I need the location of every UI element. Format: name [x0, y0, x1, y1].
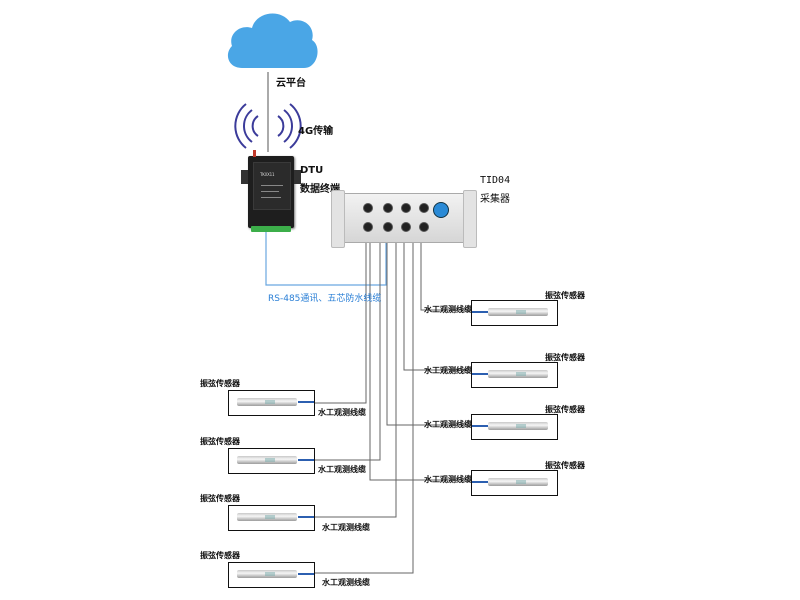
cable-label: 水工观测线缆 — [424, 420, 472, 429]
wireless-label: 4G传输 — [298, 126, 334, 137]
sensor-label: 振弦传感器 — [545, 291, 585, 300]
sensor-label: 振弦传感器 — [200, 437, 240, 446]
dtu-title: DTU — [300, 165, 324, 176]
wireless-wave-icon — [234, 103, 302, 149]
sensor-label: 振弦传感器 — [200, 494, 240, 503]
sensor-label: 振弦传感器 — [545, 461, 585, 470]
collector-device — [331, 190, 477, 248]
vibrating-wire-sensor — [471, 470, 558, 496]
bus-label: RS-485通讯、五芯防水线缆 — [268, 294, 382, 304]
vibrating-wire-sensor — [228, 562, 315, 588]
cable-label: 水工观测线缆 — [322, 523, 370, 532]
cable-label: 水工观测线缆 — [318, 408, 366, 417]
vibrating-wire-sensor — [471, 362, 558, 388]
collector-model: TID04 — [480, 175, 511, 186]
vibrating-wire-sensor — [228, 390, 315, 416]
cable-label: 水工观测线缆 — [424, 366, 472, 375]
dtu-subtitle: 数据终端 — [300, 184, 340, 195]
sensor-label: 振弦传感器 — [545, 353, 585, 362]
sensor-label: 振弦传感器 — [200, 551, 240, 560]
cable-label: 水工观测线缆 — [424, 475, 472, 484]
collector-name: 采集器 — [480, 194, 510, 205]
vibrating-wire-sensor — [471, 414, 558, 440]
sensor-label: 振弦传感器 — [545, 405, 585, 414]
vibrating-wire-sensor — [471, 300, 558, 326]
cable-label: 水工观测线缆 — [318, 465, 366, 474]
vibrating-wire-sensor — [228, 448, 315, 474]
cable-label: 水工观测线缆 — [424, 305, 472, 314]
vibrating-wire-sensor — [228, 505, 315, 531]
dtu-device: TKXX11 — [241, 150, 301, 232]
cloud-icon — [227, 13, 318, 69]
cloud-label: 云平台 — [276, 78, 306, 89]
cable-label: 水工观测线缆 — [322, 578, 370, 587]
sensor-label: 振弦传感器 — [200, 379, 240, 388]
